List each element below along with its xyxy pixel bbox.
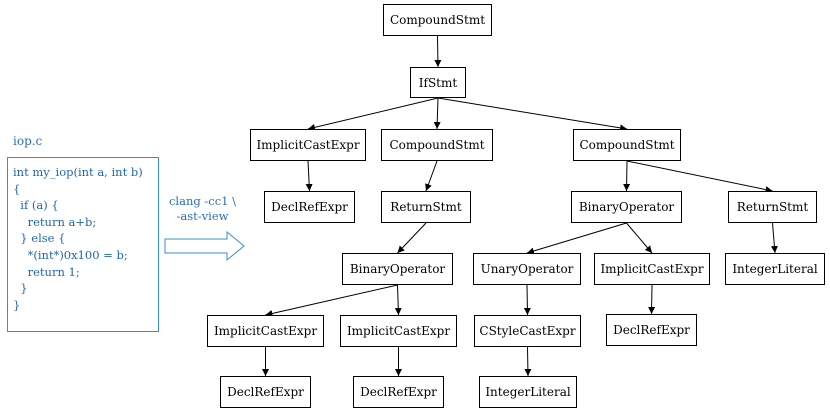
code-line: return 1; (13, 264, 80, 279)
tree-edge (626, 222, 653, 254)
tree-edge (524, 346, 532, 377)
ast-node-return-stmt-then: ReturnStmt (381, 191, 471, 223)
tree-edge (397, 222, 427, 254)
code-line: } else { (13, 231, 66, 246)
source-code-box: int my_iop(int a, int b) { if (a) { retu… (7, 157, 159, 332)
code-line: { (13, 181, 21, 196)
ast-node-implicit-cast-expr: ImplicitCastExpr (250, 129, 366, 161)
ast-node-compound-stmt-root: CompoundStmt (383, 4, 492, 36)
right-arrow-icon (164, 231, 245, 262)
tree-edge (305, 160, 313, 192)
tree-edge (394, 284, 402, 316)
source-filename: iop.c (13, 134, 43, 148)
ast-node-if-stmt: IfStmt (410, 67, 466, 98)
ast-node-unary-operator: UnaryOperator (473, 253, 581, 285)
command-line-2: -ast-view (176, 209, 229, 223)
ast-node-decl-ref-expr: DeclRefExpr (353, 376, 444, 408)
tree-edge (523, 284, 531, 316)
code-line: int my_iop(int a, int b) (13, 165, 143, 179)
ast-node-return-stmt-else: ReturnStmt (728, 191, 817, 223)
ast-node-integer-literal: IntegerLiteral (479, 376, 577, 408)
ast-node-compound-stmt-else: CompoundStmt (573, 129, 681, 161)
ast-node-implicit-cast-expr: ImplicitCastExpr (594, 253, 710, 285)
ast-node-implicit-cast-expr: ImplicitCastExpr (207, 315, 324, 347)
tree-edge (770, 222, 778, 254)
tree-edge (433, 97, 441, 130)
ast-node-binary-operator-then: BinaryOperator (342, 253, 453, 285)
tree-edge (648, 284, 656, 315)
tree-edge (626, 160, 773, 194)
tree-edge (623, 160, 631, 192)
code-line: return a+b; (13, 214, 97, 229)
tree-edge (265, 284, 398, 317)
code-line: } (13, 297, 21, 312)
code-line: *(int*)0x100 = b; (13, 247, 128, 262)
tree-edge (307, 97, 439, 131)
ast-node-decl-ref-expr: DeclRefExpr (220, 376, 311, 408)
tree-edge (434, 35, 442, 68)
ast-node-implicit-cast-expr: ImplicitCastExpr (340, 315, 457, 347)
ast-node-binary-operator-else: BinaryOperator (571, 191, 682, 223)
tree-edge (425, 160, 438, 192)
tree-edge (526, 222, 627, 255)
ast-node-decl-ref-expr: DeclRefExpr (264, 191, 355, 223)
ast-node-cstyle-cast-expr: CStyleCastExpr (474, 315, 581, 347)
tree-edge (437, 97, 628, 132)
command-line-1: clang -cc1 \ (168, 194, 236, 208)
code-line: } (13, 281, 28, 296)
code-line: if (a) { (13, 198, 59, 213)
ast-node-compound-stmt-then: CompoundStmt (381, 129, 493, 161)
ast-node-decl-ref-expr: DeclRefExpr (606, 314, 697, 346)
ast-node-integer-literal: IntegerLiteral (725, 253, 825, 285)
